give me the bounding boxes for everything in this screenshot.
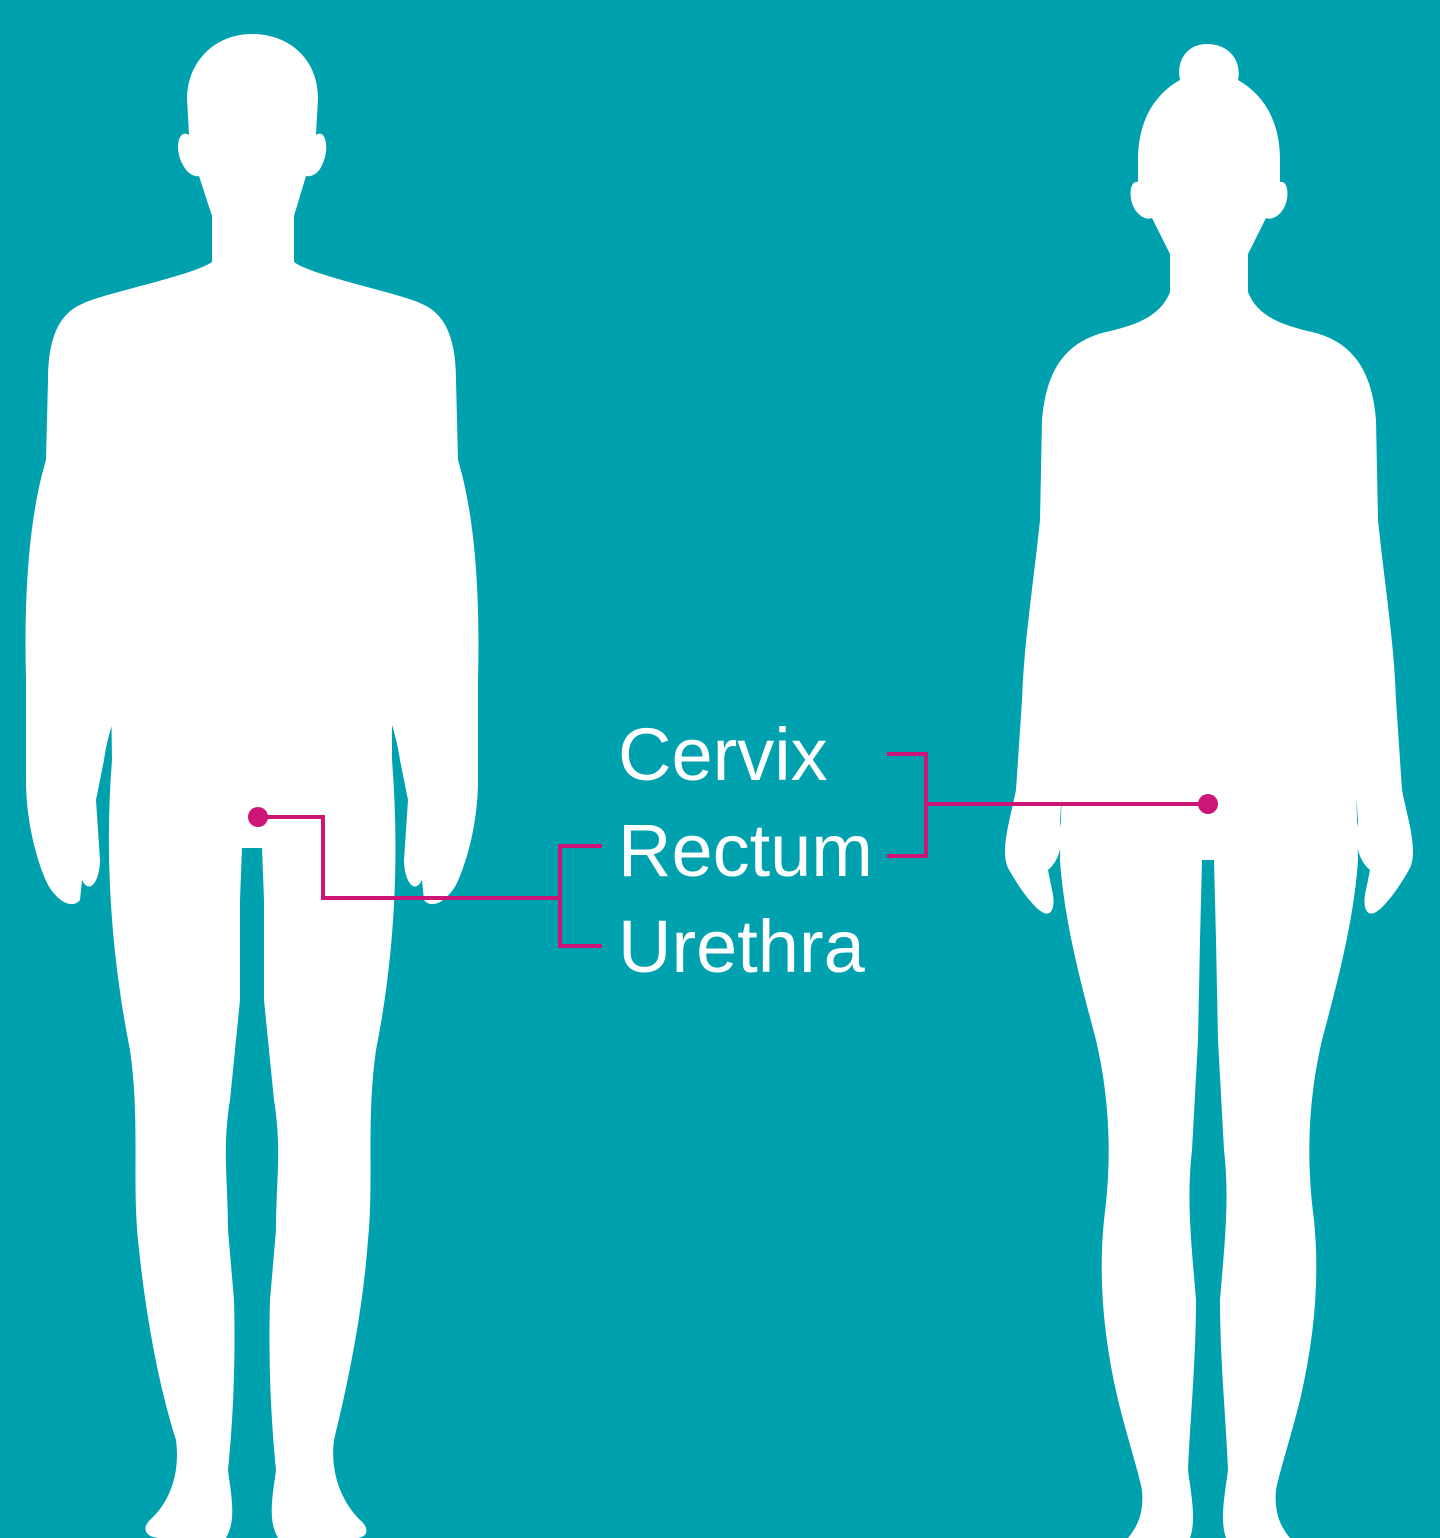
female-pointer-dot xyxy=(1198,794,1218,814)
label-urethra: Urethra xyxy=(618,910,865,984)
label-cervix: Cervix xyxy=(618,718,828,792)
male-pointer-dot xyxy=(248,807,268,827)
label-rectum: Rectum xyxy=(618,814,873,888)
